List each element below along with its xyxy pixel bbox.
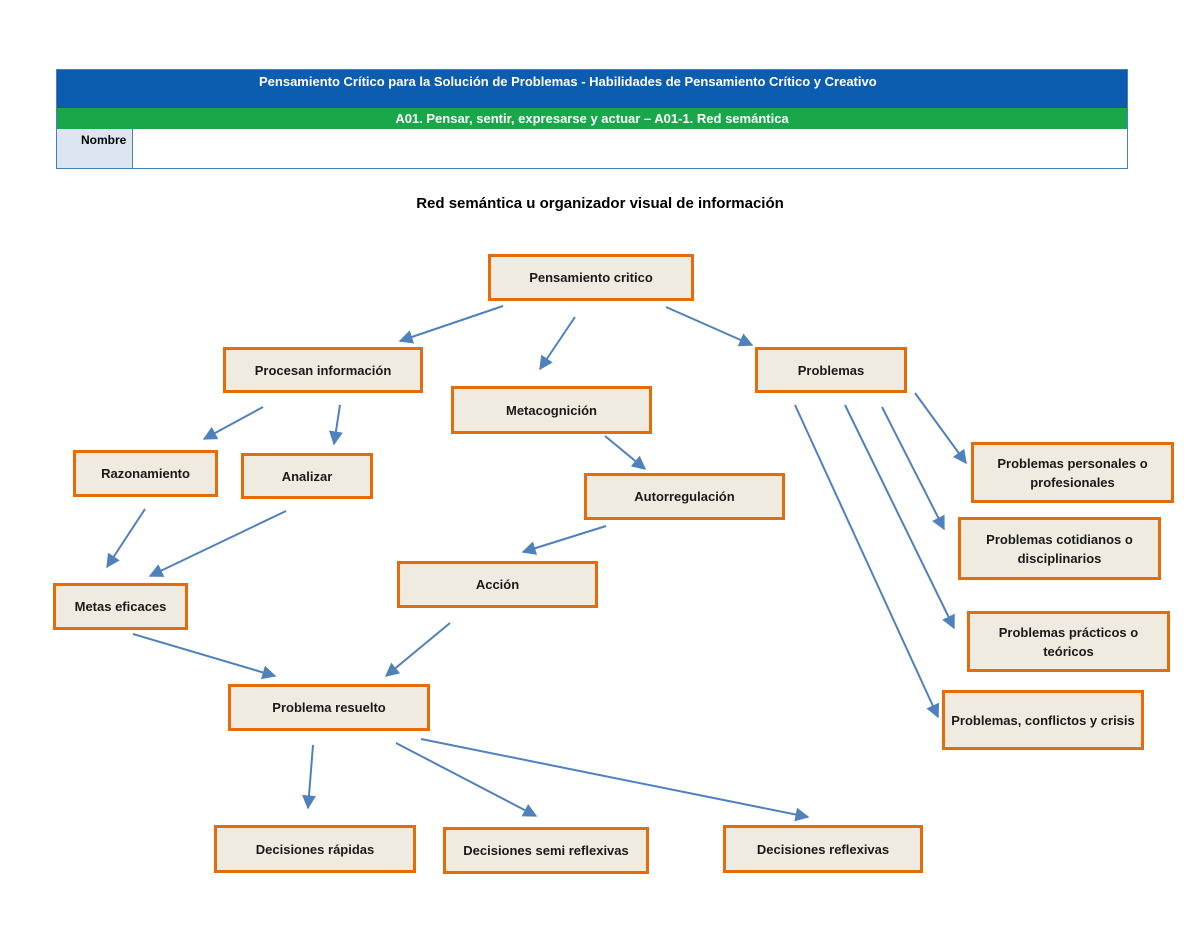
arrow-problemas-to-personales — [914, 392, 967, 465]
arrow-problemas-to-cotidianos — [881, 406, 945, 531]
node-problemas-practicos: Problemas prácticos o teóricos — [967, 611, 1170, 672]
node-decisiones-rapidas: Decisiones rápidas — [214, 825, 416, 873]
header-table: Pensamiento Crítico para la Solución de … — [56, 69, 1128, 169]
arrow-resuelto-to-rapidas — [302, 744, 316, 810]
node-metacognicion: Metacognición — [451, 386, 652, 434]
arrow-accion-to-problema-resuelto — [384, 622, 451, 677]
arrow-resuelto-to-semi — [395, 742, 538, 817]
node-accion: Acción — [397, 561, 598, 608]
course-title: Pensamiento Crítico para la Solución de … — [259, 74, 877, 89]
node-metas-eficaces: Metas eficaces — [53, 583, 188, 630]
arrow-problemas-to-practicos — [844, 404, 955, 630]
node-problema-resuelto: Problema resuelto — [228, 684, 430, 731]
name-label: Nombre — [57, 129, 133, 168]
arrow-procesan-to-razonamiento — [202, 406, 264, 440]
arrow-procesan-to-analizar — [328, 404, 343, 446]
node-pensamiento-critico: Pensamiento critico — [488, 254, 694, 301]
activity-title: A01. Pensar, sentir, expresarse y actuar… — [395, 111, 789, 126]
node-problemas-personales: Problemas personales o profesionales — [971, 442, 1174, 503]
node-razonamiento: Razonamiento — [73, 450, 218, 497]
node-decisiones-reflexivas: Decisiones reflexivas — [723, 825, 923, 873]
diagram-title: Red semántica u organizador visual de in… — [416, 195, 784, 212]
arrow-metacognicion-to-autorregulacion — [604, 435, 647, 470]
arrow-metas-to-problema-resuelto — [132, 633, 277, 680]
node-analizar: Analizar — [241, 453, 373, 499]
arrow-resuelto-to-reflexivas — [420, 738, 810, 822]
arrow-razonamiento-to-metas — [106, 508, 146, 569]
node-problemas: Problemas — [755, 347, 907, 393]
node-decisiones-semi-reflexivas: Decisiones semi reflexivas — [443, 827, 649, 874]
arrow-pensamiento-to-procesan — [398, 305, 504, 344]
arrow-autorregulacion-to-accion — [521, 525, 607, 555]
node-problemas-conflictos: Problemas, conflictos y crisis — [942, 690, 1144, 750]
course-title-row: Pensamiento Crítico para la Solución de … — [57, 70, 1127, 108]
arrow-pensamiento-to-problemas — [665, 306, 754, 347]
arrow-analizar-to-metas — [148, 510, 287, 577]
node-procesan-informacion: Procesan información — [223, 347, 423, 393]
arrow-pensamiento-to-metacognicion — [539, 316, 576, 371]
node-problemas-cotidianos: Problemas cotidianos o disciplinarios — [958, 517, 1161, 580]
activity-row: A01. Pensar, sentir, expresarse y actuar… — [57, 108, 1127, 129]
name-row: Nombre — [57, 129, 1127, 168]
node-autorregulacion: Autorregulación — [584, 473, 785, 520]
arrow-problemas-to-conflictos — [794, 404, 940, 719]
